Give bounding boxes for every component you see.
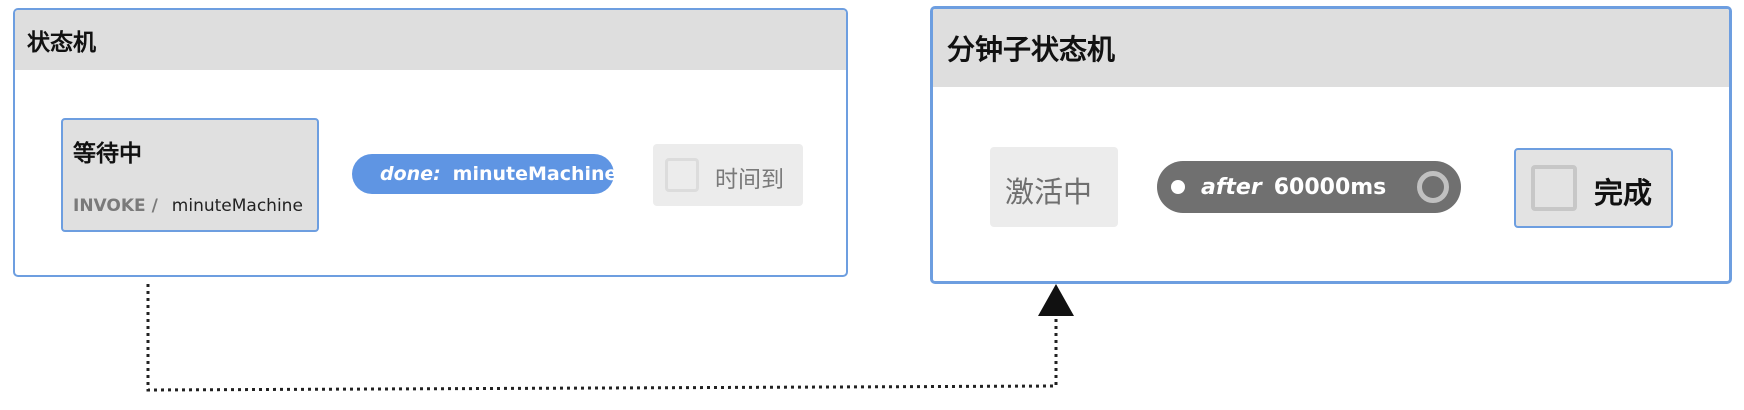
- final-state-icon: [1531, 165, 1577, 211]
- state-finished-title: 完成: [1594, 176, 1653, 210]
- child-machine-title: 分钟子状态机: [947, 33, 1116, 66]
- state-timeout-title: 时间到: [715, 167, 784, 193]
- final-state-icon: [665, 158, 699, 192]
- after-event-dot: [1171, 180, 1185, 194]
- state-finished[interactable]: 完成: [1514, 148, 1673, 228]
- after-transition-event[interactable]: after 60000ms: [1157, 161, 1461, 213]
- invoke-link-arrowhead: [1038, 284, 1074, 316]
- done-event-target: minuteMachine: [452, 163, 618, 185]
- state-waiting[interactable]: 等待中 INVOKE / minuteMachine: [61, 118, 319, 232]
- child-machine: 分钟子状态机 激活中 after 60000ms 完成: [930, 6, 1732, 284]
- done-event-keyword: done:: [380, 163, 441, 185]
- timer-ring-icon: [1417, 171, 1449, 203]
- parent-machine-title: 状态机: [27, 30, 96, 56]
- parent-machine-header: 状态机: [15, 10, 846, 70]
- child-machine-header: 分钟子状态机: [933, 9, 1729, 87]
- parent-machine: 状态机 等待中 INVOKE / minuteMachine done: minu…: [13, 8, 848, 277]
- after-event-delay: 60000ms: [1273, 174, 1387, 200]
- invoke-link-connector: [146, 284, 1058, 392]
- state-waiting-title: 等待中: [73, 141, 142, 167]
- state-active-title: 激活中: [1005, 175, 1093, 209]
- invoke-row: INVOKE / minuteMachine: [73, 196, 303, 216]
- after-event-keyword: after: [1201, 174, 1262, 200]
- state-active[interactable]: 激活中: [990, 147, 1118, 227]
- invoke-label: INVOKE /: [73, 196, 158, 216]
- invoke-src: minuteMachine: [171, 196, 303, 216]
- done-transition-event[interactable]: done: minuteMachine: [352, 154, 617, 194]
- state-timeout[interactable]: 时间到: [653, 144, 803, 206]
